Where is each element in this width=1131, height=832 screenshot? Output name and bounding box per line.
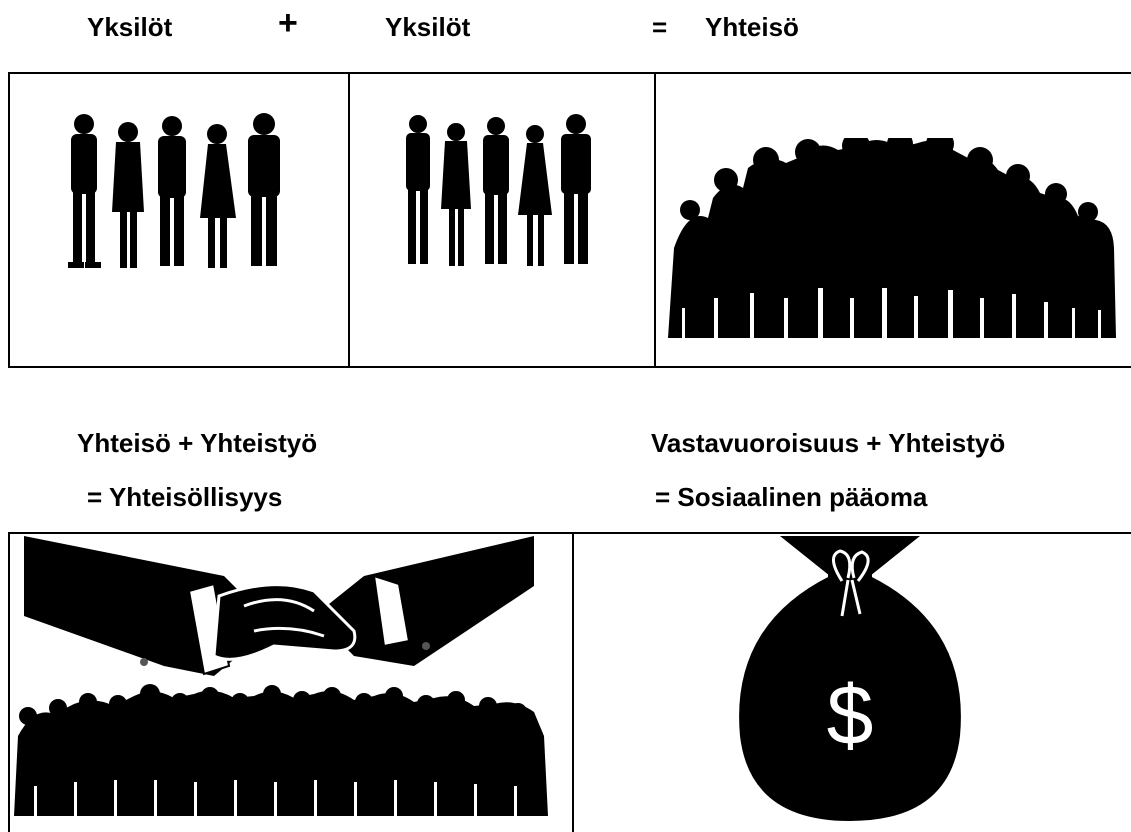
handshake-icon xyxy=(24,536,534,676)
heading-community-cooperation: Yhteisö + Yhteistyö xyxy=(77,428,318,458)
table1-divider-1 xyxy=(348,72,350,368)
individuals-image-1 xyxy=(60,112,300,274)
money-bag-icon xyxy=(739,536,961,821)
table2-left-border xyxy=(8,532,10,832)
table1-divider-2 xyxy=(654,72,656,368)
heading-communality: = Yhteisöllisyys xyxy=(87,482,283,512)
crowd-silhouette-icon xyxy=(14,684,548,816)
individuals-image-2 xyxy=(398,112,608,274)
heading-community: Yhteisö xyxy=(705,12,799,42)
people-silhouette-icon xyxy=(406,114,591,266)
community-image xyxy=(668,138,1118,338)
heading-social-capital: = Sosiaalinen pääoma xyxy=(655,482,928,512)
table2-divider xyxy=(572,532,574,832)
crowd-silhouette-icon xyxy=(668,138,1116,338)
heading-individuals-2: Yksilöt xyxy=(385,12,471,42)
heading-reciprocity-cooperation: Vastavuoroisuus + Yhteistyö xyxy=(651,428,1006,458)
table2-top-border xyxy=(8,532,1131,534)
heading-individuals-1: Yksilöt xyxy=(87,12,173,42)
table1-bottom-border xyxy=(8,366,1131,368)
money-bag-image: $ xyxy=(730,536,970,826)
table1-top-border xyxy=(8,72,1131,74)
people-silhouette-icon xyxy=(68,113,280,268)
handshake-image xyxy=(14,536,554,822)
table1-left-border xyxy=(8,72,10,368)
equals-sign: = xyxy=(652,12,668,42)
dollar-sign: $ xyxy=(826,668,874,762)
plus-sign: + xyxy=(278,4,298,42)
